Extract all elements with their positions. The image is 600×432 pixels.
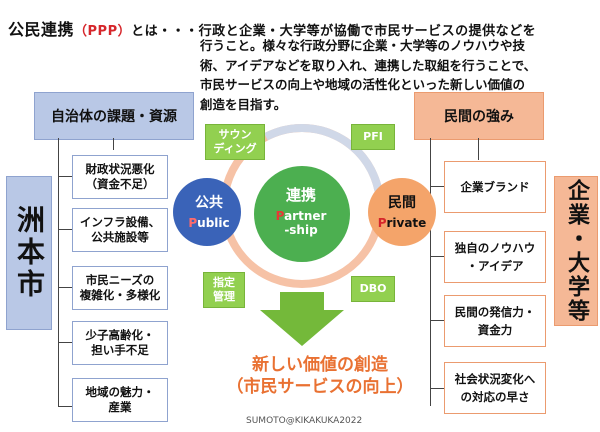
header-line: 市民サービスの向上や地域の活性化といった新しい価値の xyxy=(200,77,526,92)
right-item-line: ・アイデア xyxy=(466,259,524,273)
public-en-rest: ublic xyxy=(197,216,230,230)
connector-tick xyxy=(430,320,444,321)
right-item-agility: 社会状況変化への対応の早さ xyxy=(444,362,546,414)
partner-en-initial: P xyxy=(275,209,285,223)
left-item-line: 少子高齢化・ xyxy=(85,328,155,342)
connector-tick xyxy=(430,186,444,187)
right-header: 民間の強み xyxy=(414,92,544,140)
right-item-line: の対応の早さ xyxy=(460,390,530,404)
connector-tick xyxy=(58,287,72,288)
sounding-line: ディング xyxy=(213,142,257,155)
new-value-title: 新しい価値の創造 xyxy=(252,355,388,375)
right-item-line: 独自のノウハウ xyxy=(454,241,536,255)
city-text: 洲本市 xyxy=(13,205,46,301)
left-header: 自治体の課題・資源 xyxy=(34,92,194,140)
private-jp: 民間 xyxy=(388,195,416,211)
left-item-line: 産業 xyxy=(108,400,132,414)
new-value-subtitle: （市民サービスの向上） xyxy=(226,377,414,397)
left-item-line: 市民ニーズの xyxy=(85,273,155,287)
public-en-initial: P xyxy=(188,216,198,230)
left-item-finance: 財政状況悪化（資金不足） xyxy=(72,155,168,199)
left-item-needs: 市民ニーズの複雑化・多様化 xyxy=(72,266,168,310)
shitei-line: 指定 xyxy=(213,276,235,289)
partner-jp: 連携 xyxy=(285,186,316,204)
right-item-line: 企業ブランド xyxy=(460,180,530,194)
left-item-aging: 少子高齢化・担い手不足 xyxy=(72,321,168,365)
left-item-line: 複雑化・多様化 xyxy=(79,288,161,302)
title-text: 公民連携 xyxy=(8,20,75,39)
title-ppp: （PPP） xyxy=(74,24,132,39)
header-description: 行うこと。様々な行政分野に企業・大学等のノウハウや技 術、アイデアなどを取り入れ… xyxy=(200,36,592,114)
private-circle xyxy=(368,178,436,246)
public-circle xyxy=(173,178,241,246)
pfi-box: PFI xyxy=(351,124,395,150)
left-item-line: インフラ設備、 xyxy=(79,215,161,229)
connector-tick xyxy=(58,176,72,177)
private-en-initial: P xyxy=(377,216,387,230)
partner-en-rest: artner xyxy=(284,209,327,223)
left-item-infrastructure: インフラ設備、公共施設等 xyxy=(72,208,168,252)
right-bracket xyxy=(430,138,441,406)
header-line: 創造を目指す。 xyxy=(200,96,287,112)
partnership-label: 連携 Partner -ship xyxy=(262,184,340,237)
connector-tick xyxy=(58,406,72,407)
right-item-funding: 民間の発信力・資金力 xyxy=(444,295,546,347)
partner-en-line2: -ship xyxy=(284,223,318,237)
right-connector xyxy=(478,138,479,160)
left-item-line: （資金不足） xyxy=(85,177,155,191)
corp-label: 企業・大学等 xyxy=(554,176,598,326)
right-item-line: 資金力 xyxy=(477,323,513,337)
right-item-knowhow: 独自のノウハウ・アイデア xyxy=(444,231,546,283)
left-item-attractions: 地域の魅力・産業 xyxy=(72,378,168,422)
cycle-ring-blue xyxy=(220,124,384,288)
connector-tick xyxy=(58,342,72,343)
connector-tick xyxy=(430,388,444,389)
connector-tick xyxy=(58,229,72,230)
left-connector xyxy=(113,138,114,150)
sounding-box: サウンディング xyxy=(205,124,265,160)
city-label: 洲本市 xyxy=(6,176,52,330)
left-item-line: 公共施設等 xyxy=(91,230,149,244)
left-item-line: 財政状況悪化 xyxy=(85,162,155,176)
public-jp: 公共 xyxy=(195,195,223,211)
sounding-line: サウン xyxy=(218,128,252,141)
private-label: 民間 Private xyxy=(369,192,435,230)
right-item-brand: 企業ブランド xyxy=(444,161,546,213)
header-line: 術、アイデアなどを取り入れ、連携した取組を行うことで、 xyxy=(200,57,537,73)
left-item-line: 地域の魅力・ xyxy=(85,385,155,399)
partnership-diagram xyxy=(173,124,436,346)
page-title: 公民連携（PPP）とは・・・行政と企業・大学等が協働で市民サービスの提供などを xyxy=(8,16,536,40)
title-rest: とは・・・行政と企業・大学等が協働で市民サービスの提供などを xyxy=(131,24,537,39)
header-line: 行うこと。様々な行政分野に企業・大学等のノウハウや技 xyxy=(200,38,526,53)
left-item-line: 担い手不足 xyxy=(91,343,149,357)
shitei-box: 指定管理 xyxy=(203,272,245,308)
corp-text: 企業・大学等 xyxy=(564,179,589,323)
public-label: 公共 Public xyxy=(178,192,240,230)
dbo-box: DBO xyxy=(351,276,395,302)
new-value-caption: 新しい価値の創造 （市民サービスの向上） xyxy=(200,354,440,398)
credit-text: SUMOTO@KIKAKUKA2022 xyxy=(246,416,363,426)
shitei-line: 管理 xyxy=(213,290,235,303)
connector-tick xyxy=(430,256,444,257)
left-bracket xyxy=(58,138,71,406)
right-item-line: 民間の発信力・ xyxy=(454,305,536,319)
private-en-rest: rivate xyxy=(386,216,427,230)
partnership-circle xyxy=(254,166,350,262)
down-arrow xyxy=(260,292,344,346)
right-item-line: 社会状況変化へ xyxy=(454,372,536,386)
